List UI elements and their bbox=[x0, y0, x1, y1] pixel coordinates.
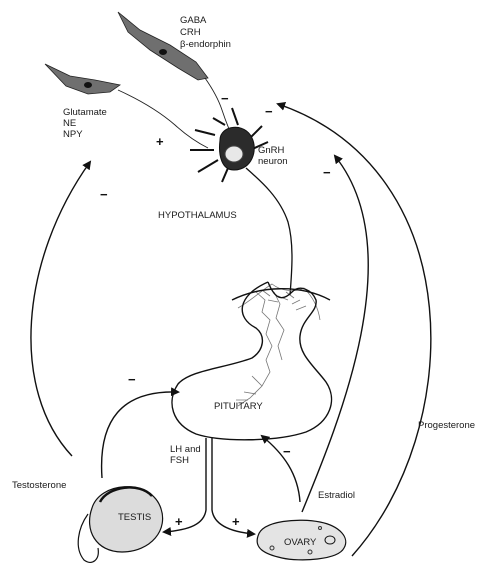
glutamate-label: Glutamate bbox=[63, 107, 107, 118]
pituitary-gland bbox=[172, 282, 332, 440]
portal-vessels bbox=[236, 284, 320, 406]
hypothalamus-label: HYPOTHALAMUS bbox=[158, 210, 237, 221]
testis-label: TESTIS bbox=[118, 512, 151, 523]
feedback-arrows bbox=[31, 104, 431, 556]
gnrh-neuron bbox=[190, 108, 292, 295]
testosterone-label: Testosterone bbox=[12, 480, 66, 491]
glutamate-plus-sign: + bbox=[156, 134, 164, 149]
estradiol-label: Estradiol bbox=[318, 490, 355, 501]
gaba-label: GABA bbox=[180, 15, 207, 26]
estradiol-pituitary-minus-sign: − bbox=[283, 444, 291, 459]
progesterone-label: Progesterone bbox=[418, 420, 475, 431]
npy-label: NPY bbox=[63, 129, 83, 140]
crh-label: CRH bbox=[180, 27, 201, 38]
testis-plus-sign: + bbox=[175, 514, 183, 529]
pituitary-label: PITUITARY bbox=[214, 401, 263, 412]
fsh-label: FSH bbox=[170, 455, 189, 466]
testosterone-pituitary-minus-sign: − bbox=[128, 372, 136, 387]
testosterone-hypothalamus-minus-sign: − bbox=[100, 187, 108, 202]
estradiol-hypothalamus-minus-sign: − bbox=[323, 165, 331, 180]
testis bbox=[78, 487, 162, 563]
ovary-label: OVARY bbox=[284, 537, 317, 548]
gaba-minus-sign: − bbox=[221, 91, 229, 106]
progesterone-minus-sign: − bbox=[265, 104, 273, 119]
ne-label: NE bbox=[63, 118, 76, 129]
gnrh-neuron-label: neuron bbox=[258, 156, 288, 167]
beta-endorphin-label: β-endorphin bbox=[180, 39, 231, 50]
ovary-plus-sign: + bbox=[232, 514, 240, 529]
gnrh-label: GnRH bbox=[258, 145, 285, 156]
lh-label: LH and bbox=[170, 444, 201, 455]
